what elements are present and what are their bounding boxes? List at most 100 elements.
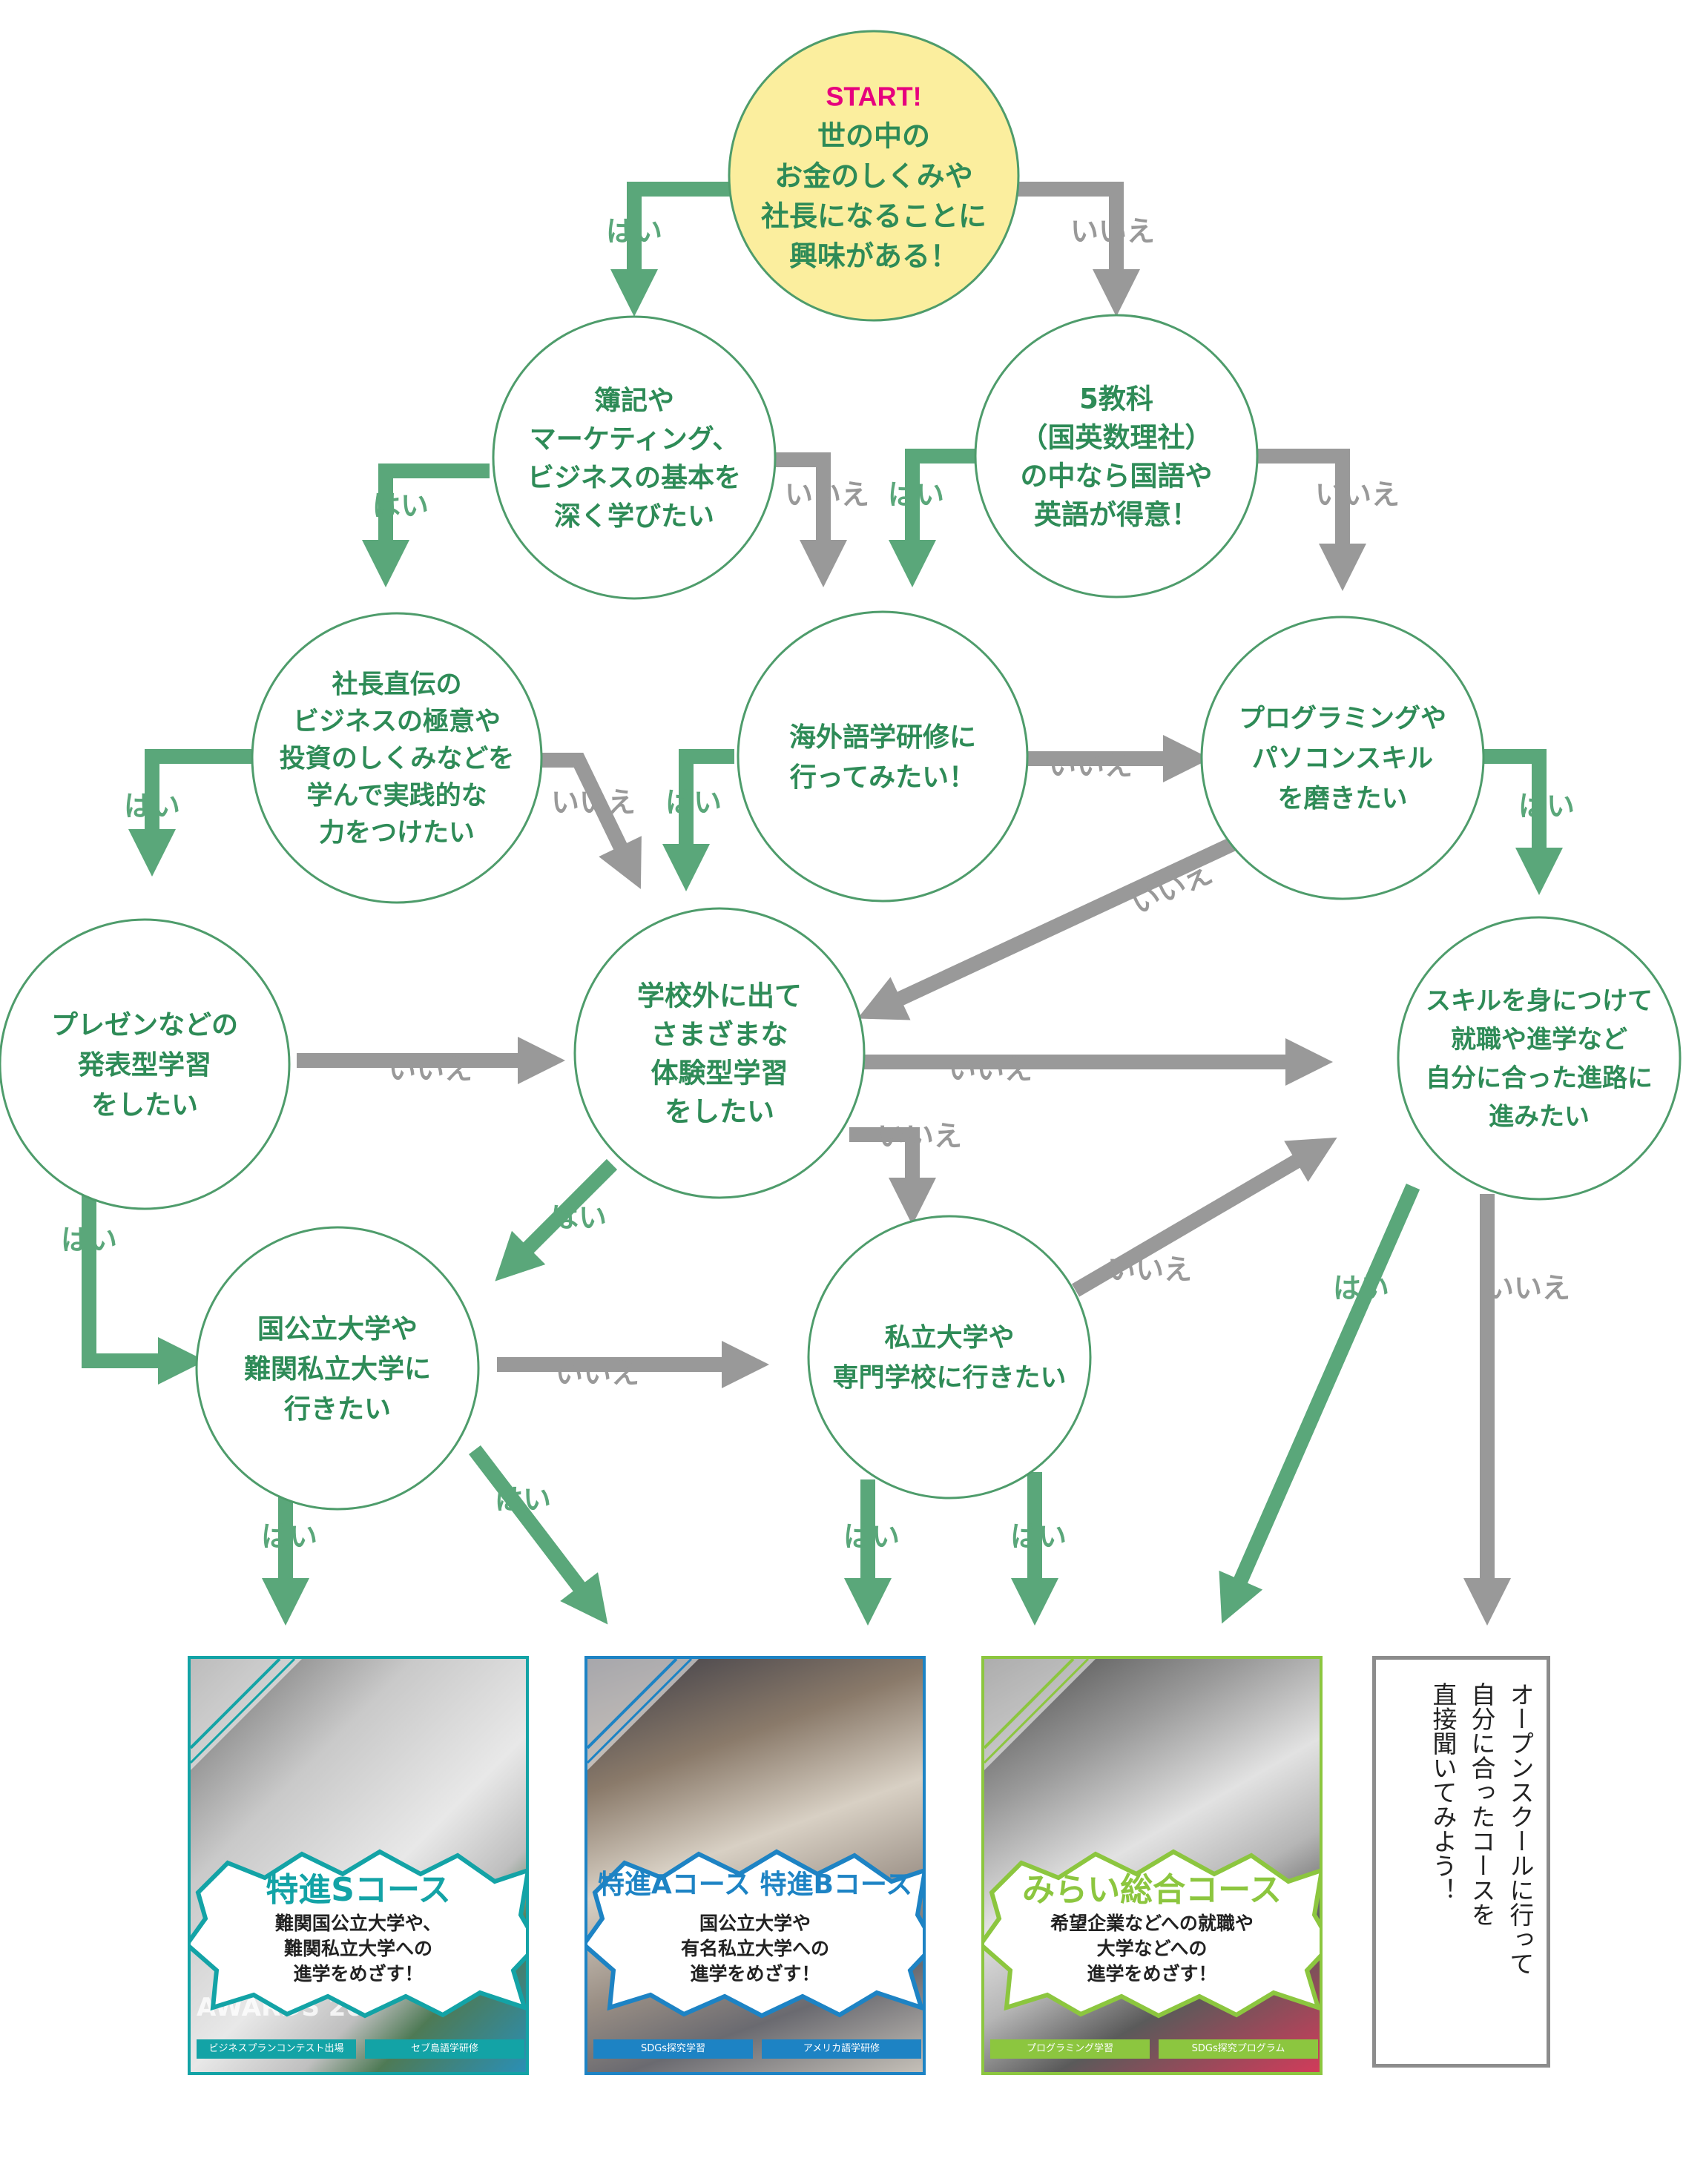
node-text-line: を磨きたい xyxy=(1277,785,1407,814)
node-text-line: さまざまな xyxy=(651,1018,788,1050)
node-circle xyxy=(492,315,777,600)
arrow-gokyoka-no xyxy=(1246,449,1367,592)
photo-caption: アメリカ語学研修 xyxy=(762,2039,921,2059)
label-kokkoritsu-no: いいえ xyxy=(555,1357,639,1390)
label-shiritsu-yes-ab: はい xyxy=(843,1520,900,1553)
arrow-presen-yes xyxy=(82,1183,206,1385)
node-text-line: 国公立大学や xyxy=(257,1313,418,1345)
node-text-line: ビジネスの極意や xyxy=(293,707,501,737)
course-description: 難関国公立大学や、 難関私立大学への 進学をめざす！ xyxy=(191,1911,526,1987)
node-text-line: 行ってみたい！ xyxy=(790,762,975,793)
node-circle xyxy=(195,1226,480,1511)
node-text-line: 世の中の xyxy=(817,120,930,153)
arrow-boki-no xyxy=(771,452,848,588)
arrow-programming-yes xyxy=(1483,749,1564,896)
arrow-shacho-no xyxy=(534,753,642,889)
arrow-taiken-no2 xyxy=(849,1127,937,1226)
course-description-line: 進学をめざす！ xyxy=(293,1963,424,1985)
arrow-kokkoritsu-yes-ab xyxy=(469,1445,608,1625)
node-circle xyxy=(737,610,1029,903)
label-boki-no: いいえ xyxy=(785,478,869,511)
course-title: 特進Aコース 特進Bコース xyxy=(597,1870,913,1900)
node-circle xyxy=(728,30,1020,322)
arrow-start-yes xyxy=(610,182,734,317)
card-corner-stripe xyxy=(984,1659,1096,1770)
label-kokkoritsu-yes-s: はい xyxy=(261,1520,317,1553)
node-text-line: 進みたい xyxy=(1489,1102,1590,1132)
node-text-line: 体験型学習 xyxy=(651,1057,788,1089)
course-description-line: 進学をめざす！ xyxy=(1087,1963,1217,1985)
arrow-shacho-yes xyxy=(128,749,260,877)
node-text-line: 発表型学習 xyxy=(78,1049,211,1081)
course-description-line: 希望企業などへの就職や xyxy=(1050,1913,1254,1934)
course-description-line: 難関私立大学への xyxy=(283,1938,432,1959)
node-circle xyxy=(807,1215,1092,1500)
node-text-line: 難関私立大学に xyxy=(244,1353,431,1385)
node-circle xyxy=(1200,616,1485,900)
label-taiken-no2: いいえ xyxy=(877,1120,962,1152)
node-text-line: 行きたい xyxy=(284,1394,391,1425)
node-text-line: プログラミングや xyxy=(1239,705,1446,734)
node-text-line: 社長直伝の xyxy=(332,670,461,700)
label-programming-yes: はい xyxy=(1518,790,1575,822)
node-text-line: 力をつけたい xyxy=(319,819,475,848)
arrow-boki-yes xyxy=(361,463,490,588)
label-shacho-yes: はい xyxy=(124,790,180,822)
node-text-line: 投資のしくみなどを xyxy=(280,745,514,774)
course-card-tokushin-ab[interactable]: 特進Aコース 特進Bコース 国公立大学や 有名私立大学への 進学をめざす！ SD… xyxy=(584,1656,926,2075)
label-presen-no: いいえ xyxy=(388,1053,472,1086)
node-text-line: 興味がある！ xyxy=(789,240,958,273)
node-text-line: マーケティング、 xyxy=(530,424,740,455)
label-kokkoritsu-yes-ab: はい xyxy=(495,1483,551,1516)
label-shiritsu-yes-mirai: はい xyxy=(1010,1520,1067,1553)
photo-caption: プログラミング学習 xyxy=(990,2039,1150,2059)
node-circle xyxy=(251,612,543,904)
speech-burst xyxy=(191,1849,526,2019)
arrow-gokyoka-yes xyxy=(888,449,987,588)
course-card-tokushin-s[interactable]: AWARDS 20 特進Sコース 難関国公立大学や、 難関私立大学への 進学をめ… xyxy=(188,1656,529,2075)
label-taiken-yes: はい xyxy=(550,1201,607,1234)
node-text-line: 深く学びたい xyxy=(554,501,714,532)
node-text-line: 海外語学研修に xyxy=(789,722,976,753)
course-description-line: 難関国公立大学や、 xyxy=(274,1913,442,1934)
node-text-line: お金のしくみや xyxy=(774,160,973,193)
label-gokyoka-yes: はい xyxy=(888,478,944,511)
speech-burst xyxy=(984,1849,1320,2019)
label-taiken-no1: いいえ xyxy=(948,1053,1033,1086)
arrow-taiken-yes xyxy=(495,1158,618,1281)
label-kaigai-no: いいえ xyxy=(1048,749,1133,782)
label-shacho-no: いいえ xyxy=(551,786,636,819)
node-text-line: 社長になることに xyxy=(761,200,987,233)
open-school-text: オープンスクールに行って 自分に合ったコースを 直接聞いてみよう！ xyxy=(1429,1682,1535,1976)
course-title: みらい総合コース xyxy=(1022,1871,1282,1909)
card-corner-stripe xyxy=(587,1659,699,1770)
open-school-box: オープンスクールに行って 自分に合ったコースを 直接聞いてみよう！ xyxy=(1372,1656,1550,2068)
course-title: 特進Sコース xyxy=(266,1871,451,1909)
node-circle xyxy=(0,918,291,1210)
node-text-line: 5教科 xyxy=(1079,383,1153,415)
photo-caption: SDGs探究プログラム xyxy=(1159,2039,1318,2059)
label-shiritsu-no: いいえ xyxy=(1107,1253,1192,1286)
node-circle xyxy=(1397,916,1682,1201)
node-text-line: 就職や進学など xyxy=(1451,1025,1627,1055)
photo-caption: SDGs探究学習 xyxy=(593,2039,753,2059)
label-start-no: いいえ xyxy=(1070,215,1155,248)
arrow-skill-yes xyxy=(1219,1183,1420,1624)
node-text-line: 学んで実践的な xyxy=(306,781,487,811)
course-card-mirai[interactable]: みらい総合コース 希望企業などへの就職や 大学などへの 進学をめざす！ プログラ… xyxy=(981,1656,1323,2075)
node-text-line: ビジネスの基本を xyxy=(527,463,741,493)
course-description-line: 大学などへの xyxy=(1096,1938,1208,1959)
label-skill-yes: はい xyxy=(1333,1272,1389,1304)
node-text-line: をしたい xyxy=(91,1090,198,1121)
node-text-line: スキルを身につけて xyxy=(1426,986,1653,1016)
course-description: 国公立大学や 有名私立大学への 進学をめざす！ xyxy=(587,1911,923,1987)
